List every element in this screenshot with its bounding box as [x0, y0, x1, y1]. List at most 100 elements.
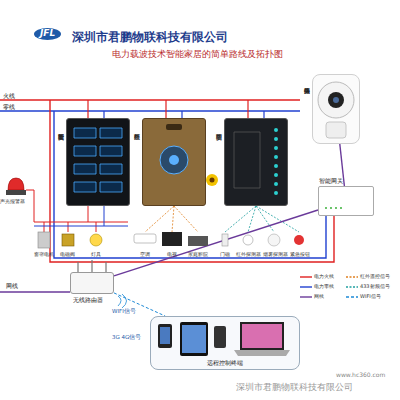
- live-trunk-wire: [50, 100, 334, 262]
- watermark: www.hc360.com: [336, 372, 385, 379]
- smartphone: [158, 324, 172, 348]
- legend-line-sample: [300, 276, 312, 277]
- device-label: 声光报警器: [0, 199, 25, 205]
- laptop-screen: [240, 322, 284, 350]
- legend-sample: [300, 294, 312, 300]
- legend-line-sample: [346, 286, 358, 287]
- node-label: 远程控制终端: [207, 360, 243, 367]
- switch-buttons: [74, 128, 122, 192]
- legend: 电力火线电力零线网线 红外遥控信号 433射频信号 WIFI信号: [300, 272, 396, 302]
- legend-sample: [346, 284, 358, 290]
- legend-sample: [346, 294, 358, 300]
- door-sensor: [222, 234, 228, 246]
- legend-line-sample: [346, 276, 358, 277]
- legend-entry: 网线: [300, 292, 324, 301]
- infrared-panel: 红外面板: [142, 118, 206, 206]
- live-drop-wire: [88, 100, 248, 118]
- wire-label: 网线: [6, 283, 18, 290]
- smart-gateway: 智能网关: [318, 186, 374, 216]
- camera-head: [318, 82, 354, 118]
- lamp: [90, 234, 102, 246]
- legend-text: 网线: [314, 293, 324, 299]
- security-indicators: [274, 130, 278, 194]
- remote-terminal-box: 远程控制终端: [150, 316, 300, 370]
- legend-sample: [300, 274, 312, 280]
- legend-sample: [346, 274, 358, 280]
- device-label: 门磁: [220, 252, 230, 258]
- device-label: 烟雾探测器: [263, 252, 288, 258]
- device-label: 空调: [140, 252, 150, 258]
- node-label: 智能网关: [319, 178, 343, 185]
- ir-window: [166, 124, 182, 130]
- legend-entry: 电力火线: [300, 272, 334, 281]
- device-label: 家庭影院: [188, 252, 208, 258]
- device-label: 电磁阀: [60, 252, 75, 258]
- signal-label: WIFI信号: [112, 308, 136, 314]
- sunflower-center: [210, 178, 215, 183]
- gateway-lights: [326, 207, 346, 209]
- laptop-base: [234, 350, 290, 356]
- legend-entry: 433射频信号: [346, 282, 390, 291]
- device-label: 灯具: [91, 252, 101, 258]
- legend-text: WIFI信号: [360, 293, 381, 299]
- smartphone-screen: [160, 327, 170, 344]
- television: [162, 232, 182, 246]
- wifi-waves: [118, 294, 127, 308]
- device-label: 红外探测器: [236, 252, 261, 258]
- camera-base: [326, 122, 346, 138]
- switch-panel: 智能开关面板: [66, 118, 130, 206]
- alarm-beacon: [8, 178, 24, 190]
- laptop-display: [242, 324, 282, 348]
- tablet-screen: [182, 325, 206, 353]
- home-theater: [188, 236, 208, 246]
- neutral-wire: [0, 110, 300, 112]
- wire-label: 火线: [3, 93, 15, 100]
- security-keys: [234, 132, 260, 188]
- device-label: 紧急按钮: [290, 252, 310, 258]
- legend-text: 红外遥控信号: [360, 273, 390, 279]
- legend-text: 433射频信号: [360, 283, 390, 289]
- wire-label: 零线: [3, 104, 15, 111]
- watermark: 深圳市君鹏物联科技有限公司: [236, 383, 353, 392]
- smoke-detector: [268, 234, 280, 246]
- legend-line-sample: [300, 286, 312, 287]
- tablet: [180, 322, 208, 356]
- legend-line-sample: [346, 296, 358, 297]
- legend-entry: 电力零线: [300, 282, 334, 291]
- live-wire: [0, 99, 300, 101]
- switch-neutral-wire: [34, 206, 128, 226]
- curtain-motor: [38, 232, 50, 248]
- phone: [214, 326, 226, 348]
- network-camera: 网络摄像头: [312, 74, 360, 144]
- company-logo: JFL: [34, 28, 61, 40]
- signal-label: 3G 4G信号: [112, 334, 141, 340]
- sunflower: [206, 174, 218, 186]
- connector-line: [114, 210, 318, 276]
- subtitle: 电力载波技术智能家居的简单路线及拓扑图: [112, 50, 283, 59]
- legend-sample: [300, 284, 312, 290]
- device-label: 电视: [167, 252, 177, 258]
- emergency-button: [294, 235, 304, 245]
- legend-text: 电力火线: [314, 273, 334, 279]
- air-conditioner: [134, 234, 156, 243]
- camera-lens: [328, 92, 344, 108]
- router-antennas: [78, 260, 106, 272]
- ir-keypad-center: [169, 155, 179, 165]
- ir-keypad: [160, 146, 188, 174]
- neutral-drop-wire: [104, 111, 264, 118]
- node-label: 无线路由器: [73, 297, 103, 304]
- security-panel: 安防面板: [224, 118, 288, 206]
- alarm-base: [6, 190, 26, 195]
- legend-entry: 红外遥控信号: [346, 272, 390, 281]
- legend-line-sample: [300, 296, 312, 297]
- infrared-signal: [145, 206, 198, 232]
- camera-lens-core: [333, 97, 339, 103]
- legend-entry: WIFI信号: [346, 292, 381, 301]
- solenoid-valve: [62, 234, 74, 246]
- network-cable: [0, 291, 70, 292]
- legend-text: 电力零线: [314, 283, 334, 289]
- wireless-router: 无线路由器: [70, 272, 114, 294]
